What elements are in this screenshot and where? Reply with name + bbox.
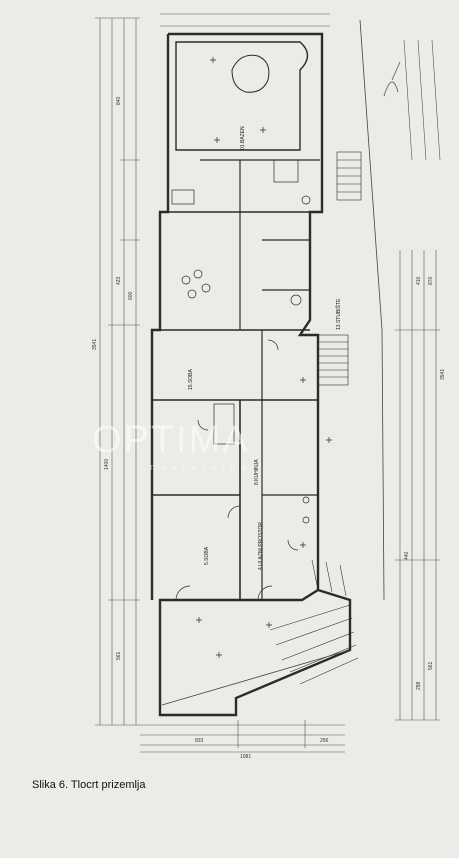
room-label-3: 15.SOBA xyxy=(188,368,194,390)
dim-right-d: 870 xyxy=(428,276,434,285)
room-label-5: 5.SOBA xyxy=(204,546,210,565)
building-walls xyxy=(150,32,352,717)
room-label-1: 01.BAZEN xyxy=(240,126,246,150)
dim-left-c: 840 xyxy=(116,96,122,105)
left-dimension-lines xyxy=(95,17,140,726)
dim-bottom-b: 256 xyxy=(320,738,329,744)
dim-left-a: 1400 xyxy=(104,459,110,470)
fixtures xyxy=(171,159,311,524)
room-label-6: 4.ULAZNI PROSTOR xyxy=(258,522,264,570)
site-boundary xyxy=(161,19,385,706)
stairs xyxy=(269,151,362,685)
doors xyxy=(175,339,299,601)
dim-right-a: 440 xyxy=(404,551,410,560)
watermark-subtitle: nekretnine xyxy=(150,462,252,472)
dim-right-c: 298 xyxy=(416,681,422,690)
dim-left-b: 561 xyxy=(116,651,122,660)
right-dimension-lines xyxy=(395,39,441,721)
dim-bottom-a: 833 xyxy=(195,738,204,744)
bottom-dimension-lines xyxy=(140,720,345,753)
watermark-logo: OPTIMA xyxy=(92,419,250,461)
room-label-2: 13.STUBIŠTE xyxy=(335,298,342,330)
top-dimension-lines xyxy=(160,13,330,27)
dim-right-b: 561 xyxy=(428,661,434,670)
room-label-4: 8.KUHINJA xyxy=(254,459,260,485)
electrical-symbols xyxy=(196,57,332,658)
dim-left-total: 3541 xyxy=(92,339,98,350)
dim-right-e: 410 xyxy=(416,276,422,285)
north-arrow xyxy=(383,61,401,97)
dim-bottom-total: 1081 xyxy=(240,754,251,760)
dim-left-d: 600 xyxy=(128,291,134,300)
dim-left-e: 423 xyxy=(116,276,122,285)
dim-right-total: 3541 xyxy=(440,369,446,380)
figure-caption: Slika 6. Tlocrt prizemlja xyxy=(32,779,146,791)
